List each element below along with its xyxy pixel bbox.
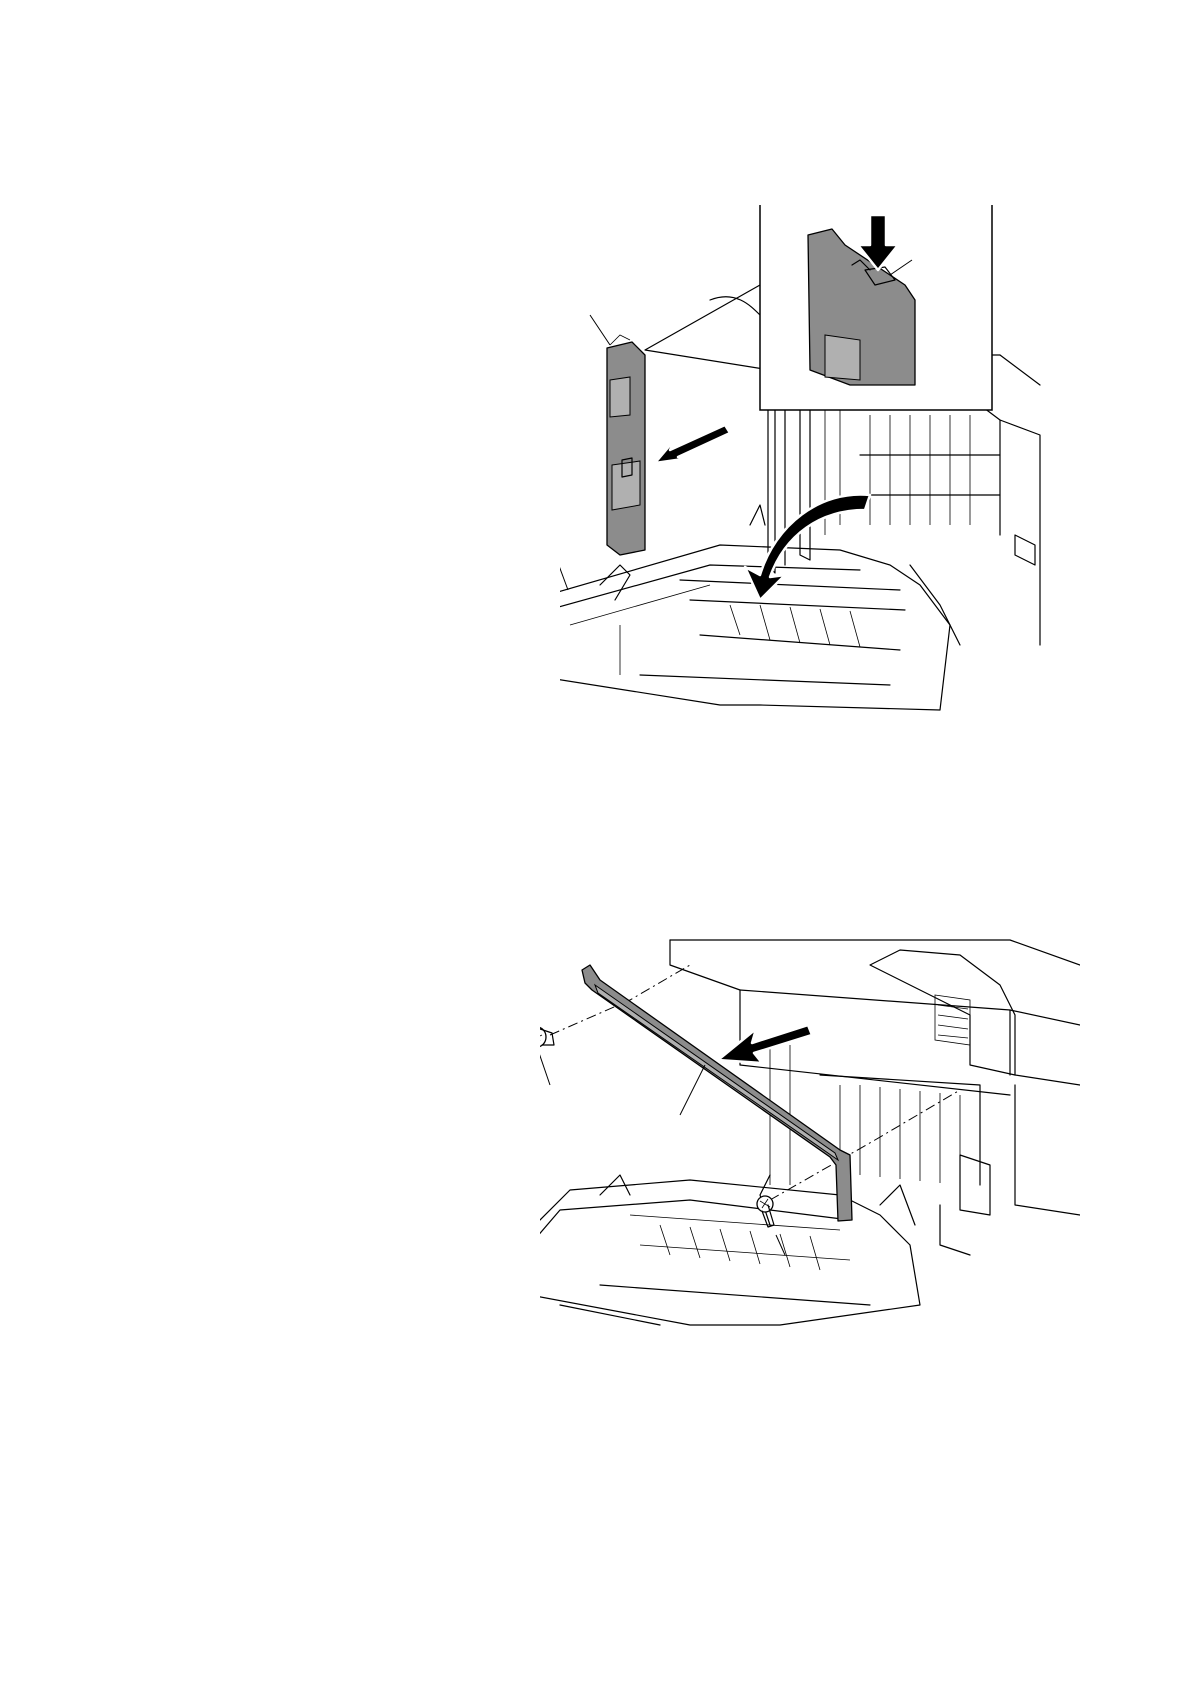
opened-door bbox=[540, 1175, 920, 1325]
door-leader bbox=[560, 555, 568, 590]
removal-arrow bbox=[655, 425, 730, 463]
rail-removal-arrow bbox=[718, 1025, 812, 1063]
removed-side-cover bbox=[590, 315, 645, 555]
machine-body bbox=[670, 940, 1080, 1255]
inset-detail bbox=[760, 205, 992, 410]
screw-axis-right bbox=[770, 1090, 960, 1200]
figure-rail-removal-drawing bbox=[540, 925, 1080, 1425]
figure-rail-removal bbox=[540, 925, 1080, 1425]
figure-cover-removal bbox=[560, 205, 1080, 765]
figure-cover-removal-drawing bbox=[560, 205, 1080, 765]
inset-callout bbox=[645, 285, 770, 370]
screw-left bbox=[540, 1027, 554, 1085]
